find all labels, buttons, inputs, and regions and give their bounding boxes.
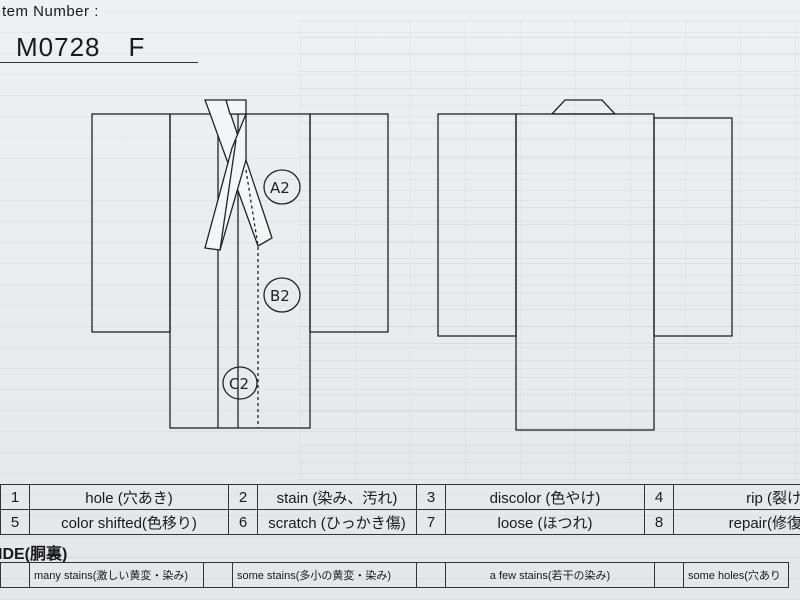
damage-mark-b2-circle (263, 277, 301, 313)
item-number-underline (0, 62, 198, 63)
kimono-back (437, 99, 733, 431)
legend-number: 4 (644, 484, 674, 510)
damage-mark-c2-circle (222, 366, 258, 400)
front-right-sleeve (309, 113, 389, 333)
inside-lining-table: many stains(激しい黄変・染み) some stains(多小の黄変・… (0, 562, 789, 588)
front-collar-left (204, 113, 247, 251)
damage-mark-b2: B2 (270, 287, 290, 305)
inside-lining-row: many stains(激しい黄変・染み) some stains(多小の黄変・… (0, 562, 789, 588)
collar-fold-line (219, 139, 237, 251)
item-grade: F (128, 32, 146, 62)
legend-loose: loose (ほつれ) (445, 509, 645, 535)
inside-some-stains: some stains(多小の黄変・染み) (232, 562, 417, 588)
item-number-value: M0728 F (16, 32, 145, 63)
legend-number: 5 (0, 509, 30, 535)
legend-color-shifted: color shifted(色移り) (29, 509, 229, 535)
legend-hole: hole (穴あき) (29, 484, 229, 510)
inside-section-title: IDE(胴裏) (0, 546, 68, 563)
legend-number: 8 (644, 509, 674, 535)
legend-number: 7 (416, 509, 446, 535)
damage-mark-a2: A2 (270, 179, 290, 197)
legend-row: 5 color shifted(色移り) 6 scratch (ひっかき傷) 7… (0, 509, 800, 535)
legend-repair: repair(修復) (673, 509, 800, 535)
legend-number: 3 (416, 484, 446, 510)
inside-many-stains: many stains(激しい黄変・染み) (29, 562, 204, 588)
legend-number: 6 (228, 509, 258, 535)
legend-discolor: discolor (色やけ) (445, 484, 645, 510)
back-right-sleeve (653, 117, 733, 337)
kimono-diagram: A2 B2 C2 (91, 99, 733, 431)
checkbox-cell[interactable] (654, 562, 684, 588)
item-code: M0728 (16, 32, 101, 62)
legend-number: 1 (0, 484, 30, 510)
legend-number: 2 (228, 484, 258, 510)
inside-some-holes: some holes(穴あり (683, 562, 789, 588)
checkbox-cell[interactable] (0, 562, 30, 588)
kimono-front (91, 99, 389, 429)
damage-mark-c2: C2 (229, 375, 249, 393)
item-number-label: tem Number : (2, 3, 99, 20)
damage-legend-table: 1 hole (穴あき) 2 stain (染み、汚れ) 3 discolor … (0, 484, 800, 535)
bleed-through-table (300, 20, 800, 480)
front-collar-top (225, 99, 247, 115)
hidden-underlap-line (245, 169, 259, 428)
damage-mark-a2-circle (263, 169, 301, 205)
inside-a-few-stains: a few stains(若干の染み) (445, 562, 655, 588)
front-left-sleeve (91, 113, 171, 333)
legend-rip: rip (裂け) (673, 484, 800, 510)
checkbox-cell[interactable] (203, 562, 233, 588)
checkbox-cell[interactable] (416, 562, 446, 588)
legend-scratch: scratch (ひっかき傷) (257, 509, 417, 535)
legend-row: 1 hole (穴あき) 2 stain (染み、汚れ) 3 discolor … (0, 484, 800, 510)
back-left-sleeve (437, 113, 517, 337)
legend-stain: stain (染み、汚れ) (257, 484, 417, 510)
back-collar (550, 99, 617, 115)
back-body (515, 113, 655, 431)
